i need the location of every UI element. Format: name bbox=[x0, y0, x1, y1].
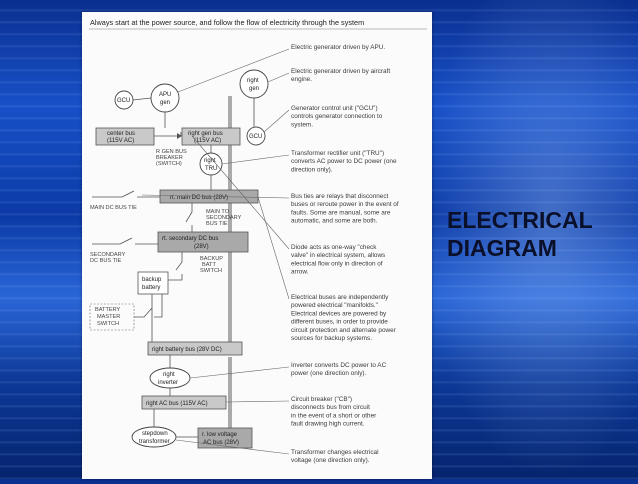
center-bus-box bbox=[95, 127, 155, 146]
note-9-line-1: Circuit breaker ("CB") bbox=[291, 396, 352, 403]
backup-battery-box bbox=[137, 271, 169, 295]
rgen-breaker-1: R GEN BUS bbox=[156, 149, 187, 155]
note-4-line-1: Transformer rectifier unit ("TRU") bbox=[291, 150, 384, 157]
backup-batt-switch-1: BACKUP bbox=[200, 256, 223, 262]
low-voltage-bus-box bbox=[197, 427, 253, 449]
battery-master-switch bbox=[134, 294, 163, 318]
note-5-line-3: faults. Some are manual, some are bbox=[291, 209, 391, 216]
secondary-dc-tie-switch bbox=[92, 237, 158, 245]
slide-title-line-2: DIAGRAM bbox=[447, 235, 557, 261]
diagram-sheet: Always start at the power source, and fo… bbox=[82, 12, 432, 479]
note-7-line-6: sources for backup systems. bbox=[291, 335, 372, 342]
note-8-line-1: Inverter converts DC power to AC bbox=[291, 362, 387, 369]
diagram-header: Always start at the power source, and fo… bbox=[90, 18, 364, 27]
note-4-line-3: direction only). bbox=[291, 166, 333, 173]
apu-gen-node bbox=[150, 83, 180, 113]
right-gen-label-1: right bbox=[247, 78, 259, 84]
apu-gen-label-2: gen bbox=[160, 100, 170, 106]
note-7-line-2: powered electrical "manifolds." bbox=[291, 302, 378, 309]
right-battery-bus-label: right battery bus (28V DC) bbox=[152, 347, 222, 353]
note-3-line-2: controls generator connection to bbox=[291, 113, 383, 120]
notes-column: Electric generator driven by APU. Electri… bbox=[291, 44, 399, 464]
note-7-line-3: Electrical devices are powered by bbox=[291, 310, 387, 317]
note-5-line-1: Bus ties are relays that disconnect bbox=[291, 193, 389, 200]
note-7-line-1: Electrical buses are independently bbox=[291, 294, 389, 301]
main-to-secondary-switch bbox=[185, 203, 193, 232]
note-8-line-2: power (one direction only). bbox=[291, 370, 367, 377]
main-to-secondary-2: SECONDARY bbox=[206, 215, 242, 221]
gcu-left-label: GCU bbox=[117, 98, 130, 104]
note-6-line-1: Diode acts as one-way "check bbox=[291, 244, 377, 251]
backup-battery-label-1: backup bbox=[142, 277, 162, 283]
backup-battery-label-2: battery bbox=[142, 285, 160, 291]
right-ac-bus-box bbox=[141, 395, 227, 410]
low-voltage-label-1: r. low voltage bbox=[202, 432, 238, 438]
note-9-line-4: fault drawing high current. bbox=[291, 421, 365, 428]
main-to-secondary-3: BUS TIE bbox=[206, 221, 228, 227]
note-5-line-2: buses or reroute power in the event of bbox=[291, 201, 399, 208]
battery-master-3: SWITCH bbox=[97, 321, 119, 327]
note-leader-lines bbox=[141, 48, 290, 455]
main-dc-bus-label: rt. main DC bus (28V) bbox=[170, 195, 228, 201]
battery-master-1: BATTERY bbox=[95, 307, 121, 313]
note-10-line-1: Transformer changes electrical bbox=[291, 449, 379, 456]
secondary-dc-tie-2: DC BUS TIE bbox=[90, 258, 122, 264]
note-6-line-3: electrical flow only in direction of bbox=[291, 260, 383, 267]
note-2-line-1: Electric generator driven by aircraft bbox=[291, 68, 390, 75]
note-7-line-4: different buses, in order to provide bbox=[291, 319, 388, 326]
gcu-right-label: GCU bbox=[249, 134, 262, 140]
right-ac-bus-label: right AC bus (115V AC) bbox=[146, 401, 208, 407]
electrical-diagram: Always start at the power source, and fo… bbox=[89, 18, 427, 464]
note-6-line-4: arrow. bbox=[291, 269, 309, 276]
main-dc-bus-tie-switch bbox=[92, 190, 160, 198]
center-bus-label-2: (115V AC) bbox=[107, 138, 134, 144]
gcu-apu-link bbox=[132, 97, 152, 101]
secondary-dc-bus-label-1: rt. secondary DC bus bbox=[162, 236, 218, 242]
note-9-line-2: disconnects bus from circuit bbox=[291, 404, 370, 411]
note-3-line-3: system. bbox=[291, 121, 313, 128]
stepdown-label-2: transformer bbox=[139, 439, 170, 445]
right-inverter-label-1: right bbox=[163, 372, 175, 378]
note-10-line-2: voltage (one direction only). bbox=[291, 457, 370, 464]
slide-title: ELECTRICAL DIAGRAM bbox=[447, 206, 632, 262]
main-to-secondary-1: MAIN TO bbox=[206, 209, 230, 215]
note-1-line-1: Electric generator driven by APU. bbox=[291, 44, 385, 51]
rgen-breaker-3: (SWITCH) bbox=[156, 161, 182, 167]
right-gen-bus-label-1: right gen bus bbox=[188, 131, 223, 137]
secondary-dc-tie-1: SECONDARY bbox=[90, 252, 126, 258]
apu-gen-label-1: APU bbox=[159, 92, 171, 98]
right-tru-label-2: TRU bbox=[205, 166, 217, 172]
rgen-breaker-2: BREAKER bbox=[156, 155, 183, 161]
slide-title-line-1: ELECTRICAL bbox=[447, 207, 593, 233]
background-glow bbox=[420, 0, 638, 479]
right-gen-bus-label-2: (115V AC) bbox=[194, 138, 221, 144]
backup-batt-switch bbox=[168, 252, 183, 281]
secondary-dc-bus-label-2: (28V) bbox=[194, 244, 209, 250]
note-7-line-5: circuit protection and alternate power bbox=[291, 327, 397, 334]
note-4-line-2: converts AC power to DC power (one bbox=[291, 158, 397, 165]
battery-master-2: MASTER bbox=[97, 314, 120, 320]
note-5-line-4: automatic, and some are both. bbox=[291, 218, 378, 225]
right-gen-label-2: gen bbox=[249, 86, 259, 92]
gcu-right-node bbox=[246, 126, 266, 146]
right-inverter-label-2: inverter bbox=[158, 380, 178, 386]
diode-arrow bbox=[177, 133, 182, 139]
right-tru-label-1: right bbox=[204, 158, 216, 164]
backup-batt-switch-3: SWITCH bbox=[200, 268, 222, 274]
note-9-line-3: in the event of a short or other bbox=[291, 412, 377, 419]
note-2-line-2: engine. bbox=[291, 76, 312, 83]
note-3-line-1: Generator control unit ("GCU") bbox=[291, 105, 378, 112]
backup-batt-switch-2: BATT bbox=[202, 262, 216, 268]
low-voltage-label-2: AC bus (28V) bbox=[203, 440, 239, 446]
right-battery-bus-box bbox=[147, 341, 243, 356]
stepdown-label-1: stepdown bbox=[142, 431, 168, 437]
note-6-line-2: valve" in electrical system, allows bbox=[291, 252, 385, 259]
main-dc-tie-label: MAIN DC BUS TIE bbox=[90, 205, 137, 211]
right-gen-node bbox=[239, 69, 269, 99]
center-bus-label-1: center bus bbox=[107, 131, 135, 137]
secondary-dc-bus-box bbox=[157, 231, 249, 253]
